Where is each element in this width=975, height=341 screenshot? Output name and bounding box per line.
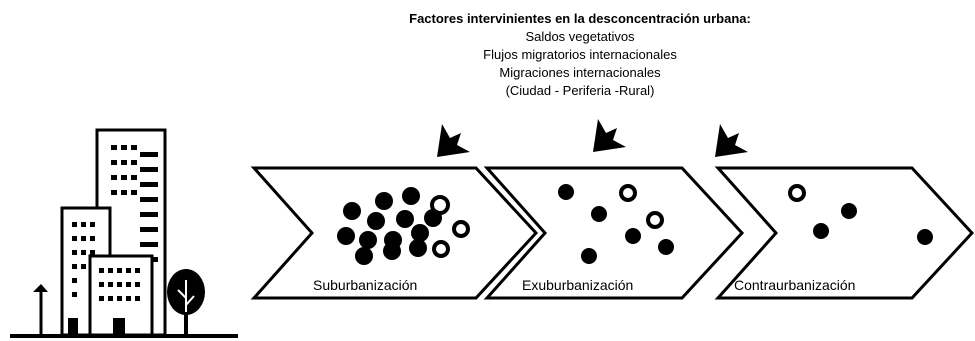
population-dot xyxy=(411,224,429,242)
population-dot xyxy=(375,192,393,210)
factors-text-block: Factores intervinientes en la desconcent… xyxy=(370,10,790,100)
stage-chevron-exuburbanizacion xyxy=(483,166,745,300)
stage-chevron-contraurbanizacion xyxy=(714,166,975,300)
population-dot xyxy=(625,228,641,244)
population-dot xyxy=(658,239,674,255)
population-dots-exuburbanizacion xyxy=(558,184,674,264)
population-dot xyxy=(917,229,933,245)
arrow-down-left-icon xyxy=(437,124,470,157)
population-dot xyxy=(813,223,829,239)
population-dot xyxy=(337,227,355,245)
city-buildings-icon xyxy=(10,128,238,338)
population-dot xyxy=(558,184,574,200)
population-dot-hollow xyxy=(432,240,450,258)
population-dot xyxy=(402,187,420,205)
factor-item: (Ciudad - Periferia -Rural) xyxy=(505,83,655,98)
population-dot xyxy=(591,206,607,222)
population-dot xyxy=(581,248,597,264)
stage-label-exuburbanizacion: Exuburbanización xyxy=(522,277,633,293)
population-dot-hollow xyxy=(646,211,664,229)
population-dot xyxy=(343,202,361,220)
factor-item: Saldos vegetativos xyxy=(525,29,635,44)
population-dot xyxy=(355,247,373,265)
arrow-down-left-icon xyxy=(593,119,626,152)
population-dot-hollow xyxy=(452,220,470,238)
stage-label-contraurbanizacion: Contraurbanización xyxy=(734,277,855,293)
tree-icon xyxy=(167,269,205,336)
population-dot xyxy=(359,231,377,249)
factors-title: Factores intervinientes en la desconcent… xyxy=(409,11,751,26)
population-dot xyxy=(409,239,427,257)
population-dot xyxy=(424,209,442,227)
street-lamp-icon xyxy=(33,284,48,336)
population-dot-hollow xyxy=(788,184,806,202)
population-dot-hollow xyxy=(619,184,637,202)
factor-item: Flujos migratorios internacionales xyxy=(483,47,677,62)
population-dots-suburbanizacion xyxy=(337,187,470,265)
factor-item: Migraciones internacionales xyxy=(499,65,661,80)
population-dot xyxy=(396,210,414,228)
population-dot xyxy=(841,203,857,219)
stage-label-suburbanizacion: Suburbanización xyxy=(313,277,417,293)
population-dot xyxy=(383,242,401,260)
population-dot xyxy=(367,212,385,230)
population-dots-contraurbanizacion xyxy=(788,184,933,245)
arrow-down-left-icon xyxy=(715,124,748,157)
